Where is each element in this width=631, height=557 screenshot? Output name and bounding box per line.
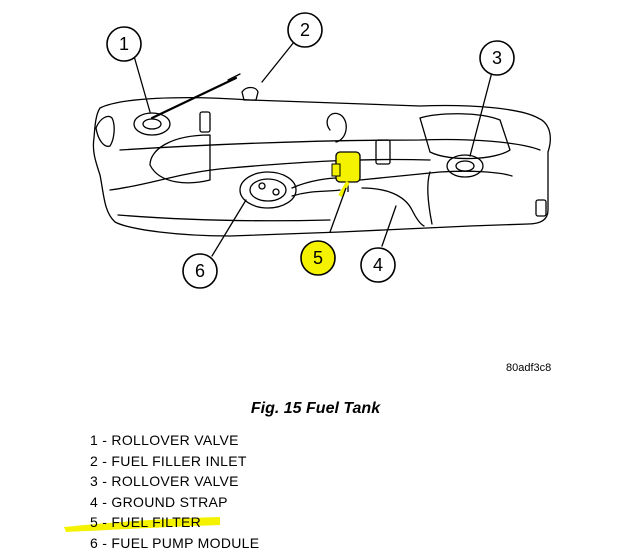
legend-item: 6 - FUEL PUMP MODULE (90, 534, 260, 551)
callout-6-circle (182, 253, 218, 289)
callout-3-label: 3 (492, 48, 502, 68)
tank-ridge-low (117, 214, 331, 222)
leader-1 (133, 55, 151, 113)
tank-left-end (95, 115, 115, 147)
fuel-line-b (291, 189, 341, 197)
callout-4-label: 4 (373, 255, 383, 275)
image-code: 80adf3c8 (506, 362, 552, 374)
callout-6-label: 6 (195, 261, 205, 281)
callout-5-label: 5 (313, 248, 323, 268)
rollover-valve-3 (446, 154, 484, 178)
fuel-line-e (427, 171, 433, 225)
figure-title: Fig. 15 Fuel Tank (250, 400, 381, 417)
callout-1-circle (106, 26, 142, 62)
legend-item: 2 - FUEL FILLER INLET (90, 452, 247, 469)
tank-outline (92, 96, 551, 237)
tank-right-pocket (419, 113, 511, 160)
tank-tab-a (199, 111, 211, 133)
tank-ridge-mid (109, 158, 431, 191)
ground-strap-loop (326, 112, 347, 143)
fuel-filter-highlight (329, 151, 361, 233)
legend-item: 3 - ROLLOVER VALVE (90, 473, 239, 490)
fuel-line-d (361, 187, 425, 227)
fuel-line-a (291, 177, 339, 189)
leader-3 (469, 71, 493, 157)
callout-5-circle (300, 240, 336, 276)
callout-2-label: 2 (300, 20, 310, 40)
highlighter-stroke (64, 517, 220, 533)
tank-ridge-top (119, 138, 541, 151)
leader-4 (381, 205, 397, 247)
fuel-line-c (359, 170, 513, 181)
legend-item: 4 - GROUND STRAP (90, 493, 228, 510)
leader-2 (261, 41, 295, 83)
tank-left-panel (149, 134, 211, 184)
fuel-tank-diagram: 1 2 3 4 5 6 (92, 12, 551, 289)
legend-item: 1 - ROLLOVER VALVE (90, 432, 239, 448)
callout-4-circle (360, 247, 396, 283)
filler-stub (241, 86, 259, 101)
callout-2-circle (287, 12, 323, 48)
filler-rod (150, 76, 238, 120)
callout-1-label: 1 (119, 34, 129, 54)
leader-6 (211, 199, 247, 257)
legend-item-highlighted: 5 - FUEL FILTER (64, 512, 259, 533)
rollover-valve-1 (133, 112, 171, 136)
legend-list: 1 - ROLLOVER VALVE 2 - FUEL FILLER INLET… (64, 430, 260, 554)
tank-tab-c (535, 199, 547, 217)
fuel-pump-module (239, 171, 297, 209)
filler-rod-tip (227, 73, 241, 81)
callout-3-circle (479, 40, 515, 76)
tank-tab-b (375, 139, 391, 165)
